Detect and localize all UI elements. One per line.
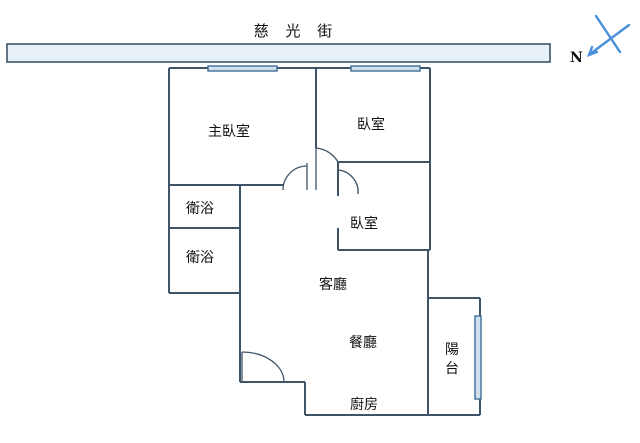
street-bar <box>6 43 551 63</box>
window-bedroom <box>350 65 421 72</box>
label-bedroom-2: 臥室 <box>350 215 378 232</box>
door-entrance <box>241 351 285 383</box>
label-bathroom-1: 衛浴 <box>186 201 214 217</box>
door-master-bedroom <box>282 163 308 191</box>
label-bedroom-1: 臥室 <box>357 116 385 133</box>
label-balcony-2: 台 <box>445 361 459 377</box>
door-bedroom-1 <box>315 147 339 190</box>
north-arrow-icon <box>586 14 631 58</box>
label-bathroom-2: 衛浴 <box>186 250 214 266</box>
street-name: 慈 光 街 <box>254 22 339 40</box>
door-bedroom-2 <box>337 169 359 196</box>
walls <box>168 67 481 416</box>
north-label: N <box>570 50 583 66</box>
label-dining-room: 餐廳 <box>349 334 377 351</box>
window-balcony <box>474 315 482 400</box>
label-kitchen: 廚房 <box>350 396 378 413</box>
window-master-bedroom <box>207 65 278 72</box>
label-balcony-1: 陽 <box>445 342 459 358</box>
label-master-bedroom: 主臥室 <box>208 123 250 140</box>
label-living-room: 客廳 <box>319 276 347 293</box>
